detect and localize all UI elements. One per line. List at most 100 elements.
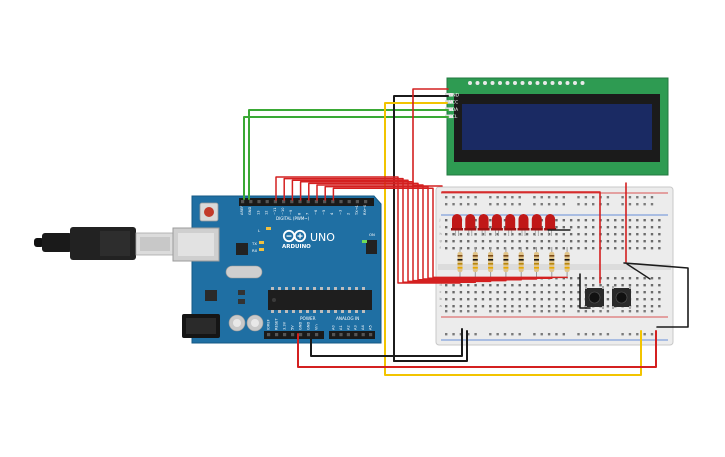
wire-gnd[interactable]	[310, 328, 463, 357]
breadboard-hole[interactable]	[577, 284, 580, 287]
breadboard-hole[interactable]	[614, 284, 617, 287]
breadboard-hole[interactable]	[481, 233, 485, 236]
breadboard-hole[interactable]	[533, 298, 536, 301]
breadboard-hole[interactable]	[592, 247, 595, 250]
breadboard-hole[interactable]	[503, 233, 507, 236]
breadboard-hole[interactable]	[547, 305, 551, 308]
breadboard-hole[interactable]	[445, 310, 448, 313]
breadboard-hole[interactable]	[562, 284, 565, 287]
breadboard-hole[interactable]	[606, 233, 610, 236]
breadboard-hole[interactable]	[650, 203, 654, 206]
breadboard-hole[interactable]	[650, 277, 654, 280]
breadboard-hole[interactable]	[562, 277, 565, 280]
breadboard-hole[interactable]	[636, 284, 639, 287]
wire-rail-gnd[interactable]	[623, 262, 689, 328]
breadboard-hole[interactable]	[636, 203, 639, 206]
breadboard-hole[interactable]	[562, 240, 565, 243]
header-pin[interactable]	[339, 333, 343, 337]
breadboard-hole[interactable]	[547, 310, 551, 313]
breadboard-hole[interactable]	[525, 284, 529, 287]
breadboard-hole[interactable]	[599, 333, 602, 336]
breadboard-hole[interactable]	[503, 219, 507, 222]
breadboard-hole[interactable]	[606, 284, 610, 287]
breadboard-hole[interactable]	[511, 233, 514, 236]
wire-scl[interactable]	[243, 116, 449, 200]
header-pin[interactable]	[282, 200, 286, 204]
header-pin[interactable]	[299, 333, 303, 337]
breadboard-hole[interactable]	[511, 247, 514, 250]
breadboard-hole[interactable]	[467, 291, 470, 294]
breadboard-hole[interactable]	[489, 226, 492, 229]
breadboard-hole[interactable]	[643, 305, 646, 308]
breadboard-hole[interactable]	[650, 298, 654, 301]
breadboard-hole[interactable]	[577, 277, 580, 280]
breadboard-hole[interactable]	[540, 333, 543, 336]
breadboard-hole[interactable]	[643, 219, 646, 222]
breadboard-hole[interactable]	[525, 240, 529, 243]
breadboard-hole[interactable]	[592, 333, 595, 336]
breadboard-hole[interactable]	[481, 298, 485, 301]
breadboard-hole[interactable]	[650, 333, 654, 336]
breadboard-hole[interactable]	[555, 277, 558, 280]
breadboard-hole[interactable]	[643, 310, 646, 313]
breadboard-hole[interactable]	[592, 196, 595, 199]
breadboard-hole[interactable]	[518, 196, 521, 199]
breadboard-hole[interactable]	[628, 219, 632, 222]
breadboard-hole[interactable]	[474, 196, 477, 199]
breadboard-hole[interactable]	[606, 333, 610, 336]
breadboard-hole[interactable]	[459, 240, 463, 243]
header-pin[interactable]	[283, 333, 287, 337]
breadboard-hole[interactable]	[650, 291, 654, 294]
breadboard-hole[interactable]	[489, 310, 492, 313]
breadboard-hole[interactable]	[467, 196, 470, 199]
breadboard-hole[interactable]	[584, 240, 588, 243]
breadboard-hole[interactable]	[577, 310, 580, 313]
breadboard-hole[interactable]	[540, 291, 543, 294]
breadboard-hole[interactable]	[628, 247, 632, 250]
breadboard-hole[interactable]	[569, 298, 573, 301]
wire-5v[interactable]	[297, 330, 657, 368]
breadboard-hole[interactable]	[577, 333, 580, 336]
breadboard-hole[interactable]	[636, 310, 639, 313]
breadboard-hole[interactable]	[614, 247, 617, 250]
breadboard-hole[interactable]	[540, 310, 543, 313]
breadboard-hole[interactable]	[606, 219, 610, 222]
wire-button-gnd[interactable]	[579, 273, 591, 309]
breadboard-hole[interactable]	[562, 219, 565, 222]
breadboard-hole[interactable]	[496, 233, 499, 236]
breadboard-hole[interactable]	[518, 247, 521, 250]
breadboard-hole[interactable]	[643, 291, 646, 294]
breadboard-hole[interactable]	[452, 310, 455, 313]
breadboard-hole[interactable]	[592, 284, 595, 287]
breadboard-hole[interactable]	[474, 240, 477, 243]
breadboard-hole[interactable]	[584, 310, 588, 313]
breadboard-hole[interactable]	[503, 298, 507, 301]
breadboard-hole[interactable]	[555, 305, 558, 308]
breadboard-hole[interactable]	[643, 226, 646, 229]
breadboard-hole[interactable]	[525, 305, 529, 308]
breadboard-hole[interactable]	[555, 310, 558, 313]
breadboard-hole[interactable]	[584, 233, 588, 236]
breadboard-hole[interactable]	[459, 291, 463, 294]
breadboard-hole[interactable]	[592, 233, 595, 236]
breadboard-hole[interactable]	[628, 277, 632, 280]
breadboard-hole[interactable]	[496, 333, 499, 336]
breadboard-hole[interactable]	[445, 203, 448, 206]
breadboard-hole[interactable]	[533, 284, 536, 287]
breadboard-hole[interactable]	[452, 233, 455, 236]
breadboard-hole[interactable]	[518, 284, 521, 287]
breadboard-hole[interactable]	[467, 247, 470, 250]
breadboard-hole[interactable]	[474, 305, 477, 308]
lcd-side-pin[interactable]	[445, 107, 453, 111]
header-pin[interactable]	[347, 200, 351, 204]
breadboard-hole[interactable]	[606, 203, 610, 206]
breadboard-hole[interactable]	[636, 240, 639, 243]
breadboard-hole[interactable]	[525, 298, 529, 301]
wire-led-signal[interactable]	[283, 177, 477, 283]
breadboard-hole[interactable]	[467, 240, 470, 243]
breadboard-hole[interactable]	[496, 298, 499, 301]
breadboard-hole[interactable]	[599, 284, 602, 287]
breadboard-hole[interactable]	[474, 298, 477, 301]
breadboard-hole[interactable]	[533, 233, 536, 236]
breadboard-hole[interactable]	[592, 219, 595, 222]
